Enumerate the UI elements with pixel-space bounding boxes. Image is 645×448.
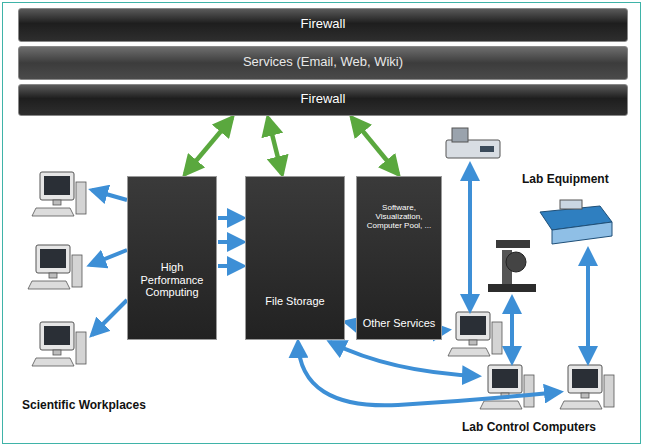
node-text: Firewall	[21, 92, 625, 107]
storage-box: File Storage	[245, 176, 345, 340]
data-arrow	[218, 240, 243, 244]
network-arrow	[185, 118, 232, 174]
network-arrow	[352, 118, 398, 174]
group-label: Scientific Workplaces	[22, 398, 146, 412]
node-text: Services (Email, Web, Wiki)	[21, 55, 625, 70]
services-box: Software, Visualization, Computer Pool, …	[356, 176, 442, 340]
services-band: Services (Email, Web, Wiki)	[18, 46, 628, 80]
node-text: Software, Visualization, Computer Pool, …	[359, 203, 439, 231]
group-label: Lab Control Computers	[462, 420, 596, 434]
node-text: Other Services	[359, 317, 439, 330]
node-text: High Performance Computing	[130, 261, 214, 299]
network-arrow	[268, 118, 282, 174]
firewall-band: Firewall	[18, 8, 628, 42]
node-text: File Storage	[248, 295, 342, 308]
workplace-computers	[28, 172, 86, 366]
group-label: Lab Equipment	[522, 172, 609, 186]
node-text: Firewall	[21, 17, 625, 32]
data-arrow	[218, 216, 243, 220]
data-arrows	[90, 165, 588, 405]
hpc-box: High Performance Computing	[127, 176, 217, 340]
data-arrow	[218, 264, 243, 268]
firewall-band: Firewall	[18, 84, 628, 116]
